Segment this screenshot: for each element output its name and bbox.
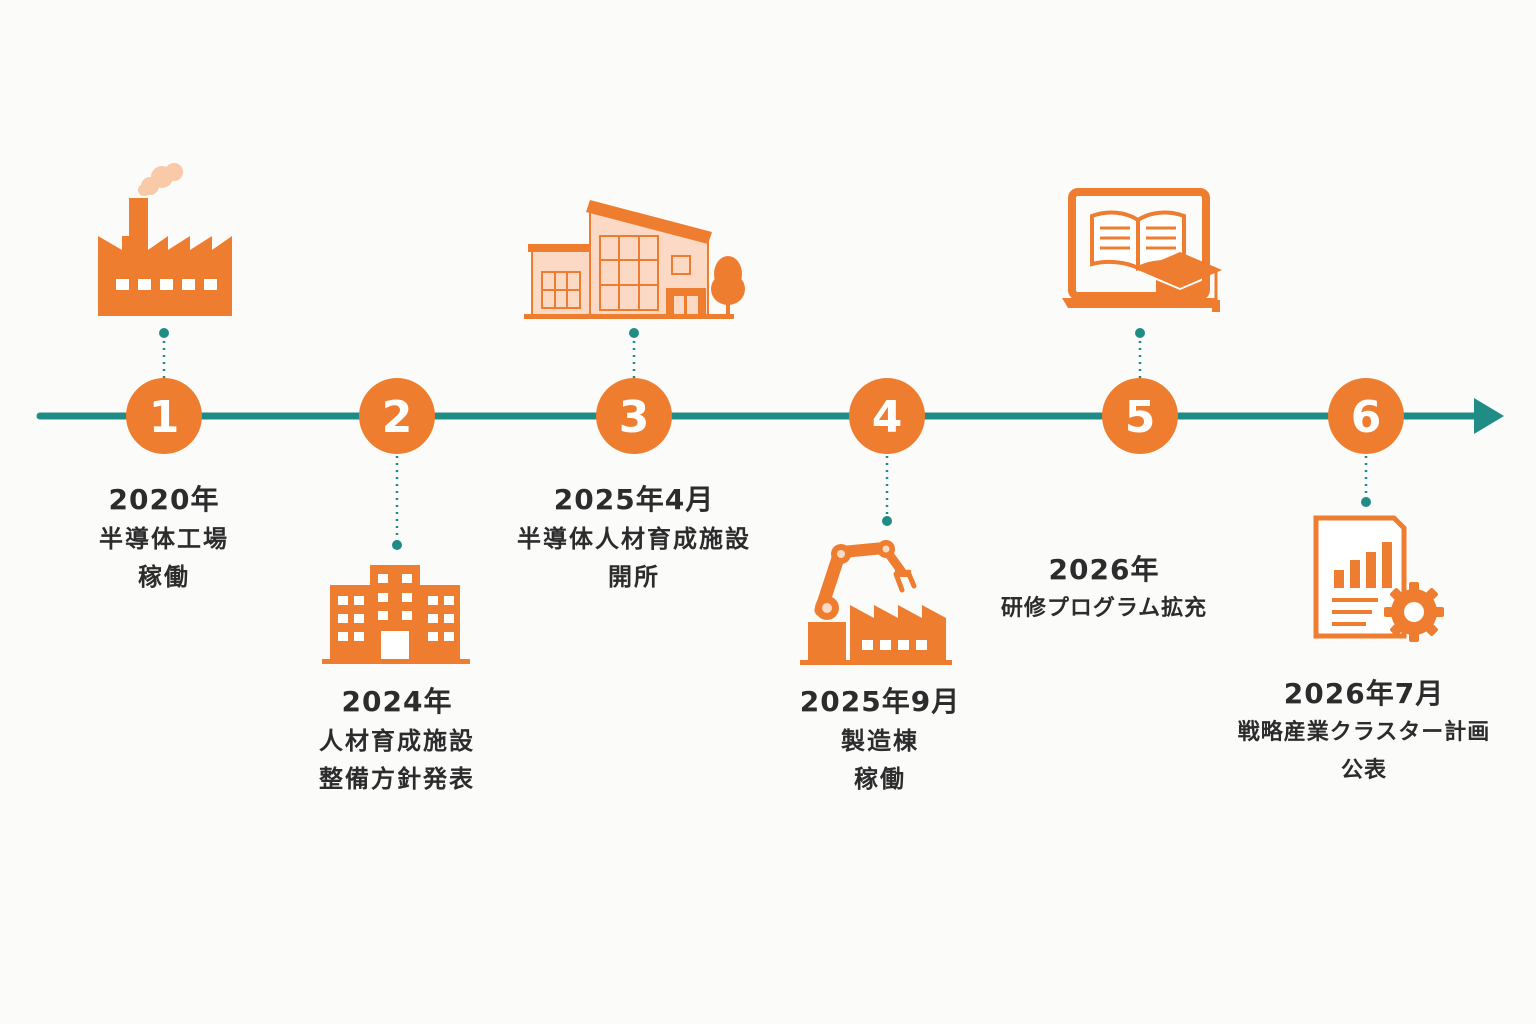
event-date: 2026年 [1048,553,1160,586]
event-label-5: 2026年 研修プログラム拡充 [1001,550,1207,628]
factory-icon [98,163,232,316]
connector-dot-5 [1135,328,1145,338]
training-facility-icon [524,200,745,319]
event-label-3: 2025年4月 半導体人材育成施設 開所 [517,480,751,596]
timeline-node-6: 6 [1328,378,1404,454]
event-date: 2024年 [341,685,453,718]
event-date: 2020年 [108,483,220,516]
event-description-line: 人材育成施設 [319,727,475,755]
connector-dot-4 [882,516,892,526]
event-description-line: 稼働 [138,563,190,591]
connector-dot-3 [629,328,639,338]
robot-arm-factory-icon [800,540,952,665]
event-date: 2025年9月 [799,685,961,718]
event-description-line: 戦略産業クラスター計画 [1237,720,1491,745]
event-description-line: 製造棟 [840,727,919,755]
connector-dot-2 [392,540,402,550]
laptop-book-graduation-icon [1062,188,1222,312]
event-description-line: 半導体人材育成施設 [517,525,751,553]
event-label-4: 2025年9月 製造棟 稼働 [800,682,960,798]
node-number: 3 [619,392,650,443]
event-label-6: 2026年7月 戦略産業クラスター計画 公表 [1238,674,1491,790]
node-number: 2 [382,392,413,443]
event-date: 2025年4月 [553,483,715,516]
timeline-node-4: 4 [849,378,925,454]
connector-dot-6 [1361,497,1371,507]
event-description-line: 開所 [608,563,660,591]
timeline-arrowhead-icon [1474,398,1504,434]
event-description-line: 半導体工場 [99,525,229,553]
event-description-line: 整備方針発表 [319,765,475,793]
node-number: 1 [149,392,180,443]
report-chart-gear-icon [1313,515,1444,642]
office-building-icon [322,565,470,664]
connector-dot-1 [159,328,169,338]
event-label-2: 2024年 人材育成施設 整備方針発表 [319,682,475,798]
event-description-line: 公表 [1340,758,1387,783]
timeline-node-3: 3 [596,378,672,454]
timeline-node-1: 1 [126,378,202,454]
node-number: 5 [1125,392,1156,443]
event-description-line: 稼働 [853,765,906,793]
timeline-node-2: 2 [359,378,435,454]
event-date: 2026年7月 [1283,677,1445,710]
event-label-1: 2020年 半導体工場 稼働 [99,480,229,596]
event-description-line: 研修プログラム拡充 [1000,596,1208,621]
node-number: 6 [1351,392,1382,443]
timeline-node-5: 5 [1102,378,1178,454]
node-number: 4 [872,392,903,443]
